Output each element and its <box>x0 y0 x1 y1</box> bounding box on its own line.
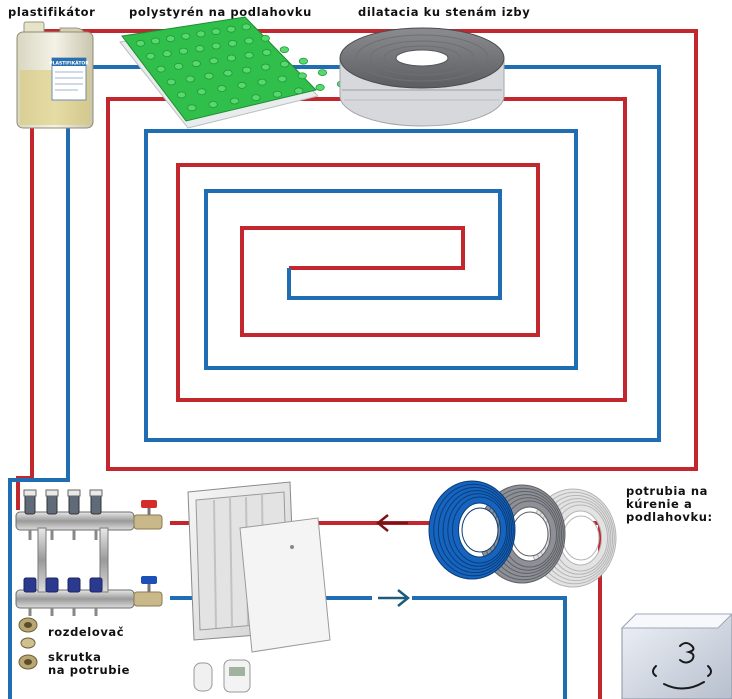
label-potrubia-line1: potrubia na <box>626 484 708 498</box>
canister-icon: PLASTIFIKÁTOR <box>16 21 94 129</box>
board-stud <box>260 34 270 42</box>
board-stud <box>223 69 233 77</box>
label-skrutka-line2: na potrubie <box>48 663 130 677</box>
heating-loops <box>8 29 698 699</box>
manifold-icon <box>15 489 163 616</box>
board-stud <box>195 45 205 52</box>
board-stud <box>227 40 238 47</box>
board-stud <box>226 25 236 33</box>
board-stud <box>187 104 197 112</box>
board-stud <box>272 90 282 98</box>
coil-core <box>562 515 600 561</box>
board-stud <box>241 23 251 31</box>
top-valve <box>24 493 36 515</box>
board-stud <box>226 54 237 62</box>
board-stud <box>277 75 287 83</box>
board-stud <box>196 30 206 38</box>
board-stud <box>262 49 272 56</box>
return-feeder <box>8 400 70 699</box>
label-potrubia-line3: podlahovku: <box>626 510 713 524</box>
board-stud <box>166 78 176 86</box>
board-stud <box>297 72 307 80</box>
board-stud <box>244 37 254 45</box>
board-stud <box>156 65 166 73</box>
board-stud <box>257 78 267 86</box>
board-stud <box>208 101 218 108</box>
board-stud <box>211 28 221 35</box>
flow-meter <box>89 577 103 593</box>
board-stud <box>261 63 271 71</box>
board-stud <box>279 60 290 68</box>
manifold-cabinet-icon <box>187 481 331 693</box>
pipe-coils-icon <box>428 480 617 588</box>
board-stud <box>162 50 172 58</box>
board-stud <box>174 62 184 70</box>
label-polystyren: polystyrén na podlahovku <box>129 5 312 19</box>
flow-meter <box>67 577 81 593</box>
insulation-roll-icon <box>339 27 505 127</box>
fitting-icon <box>18 617 38 670</box>
valve-cap <box>67 489 81 497</box>
arrow-right-icon <box>372 589 412 607</box>
canister-label: PLASTIFIKÁTOR <box>49 60 89 67</box>
board-stud <box>279 46 289 54</box>
boiler-icon <box>620 613 732 699</box>
board-stud <box>317 69 328 76</box>
board-stud <box>298 57 308 65</box>
top-valve <box>68 493 80 515</box>
board-stud <box>211 42 221 50</box>
valve-cap <box>89 489 103 497</box>
board-stud <box>217 85 227 92</box>
board-stud <box>185 75 195 83</box>
valve-cap <box>23 489 37 497</box>
board-stud <box>178 47 189 55</box>
board-stud <box>242 66 252 74</box>
board-stud <box>191 60 201 67</box>
board-stud <box>135 39 145 47</box>
label-skrutka-line1: skrutka <box>48 650 101 664</box>
flow-meter <box>23 577 37 593</box>
board-stud <box>197 88 207 96</box>
board-stud <box>230 97 240 105</box>
board-stud <box>150 37 161 45</box>
coil-wrap <box>453 497 506 563</box>
board-stud <box>294 87 304 95</box>
board-stud <box>237 81 247 89</box>
board-stud <box>204 72 214 80</box>
flow-meter <box>45 577 59 593</box>
board-stud <box>176 91 187 99</box>
supply-pipe <box>30 29 698 471</box>
top-valve <box>90 493 102 515</box>
board-stud <box>244 51 254 59</box>
board-stud <box>251 94 261 102</box>
label-dilatacia: dilatacia ku stenám izby <box>358 5 530 19</box>
return-pipe <box>66 65 661 442</box>
label-plastifikator: plastifikátor <box>8 5 95 19</box>
label-potrubia-line2: kúrenie a <box>626 497 692 511</box>
board-stud <box>181 32 191 40</box>
top-valve <box>46 493 58 515</box>
polystyrene-board-icon <box>119 16 347 129</box>
board-stud <box>166 35 176 43</box>
board-stud <box>146 52 156 60</box>
arrow-left-icon <box>375 514 408 532</box>
board-stud <box>315 84 325 91</box>
board-stud <box>209 57 219 65</box>
valve-cap <box>45 489 59 497</box>
coil-core <box>511 511 549 557</box>
coil-core <box>461 507 499 553</box>
label-rozdelovac: rozdelovač <box>48 625 124 639</box>
